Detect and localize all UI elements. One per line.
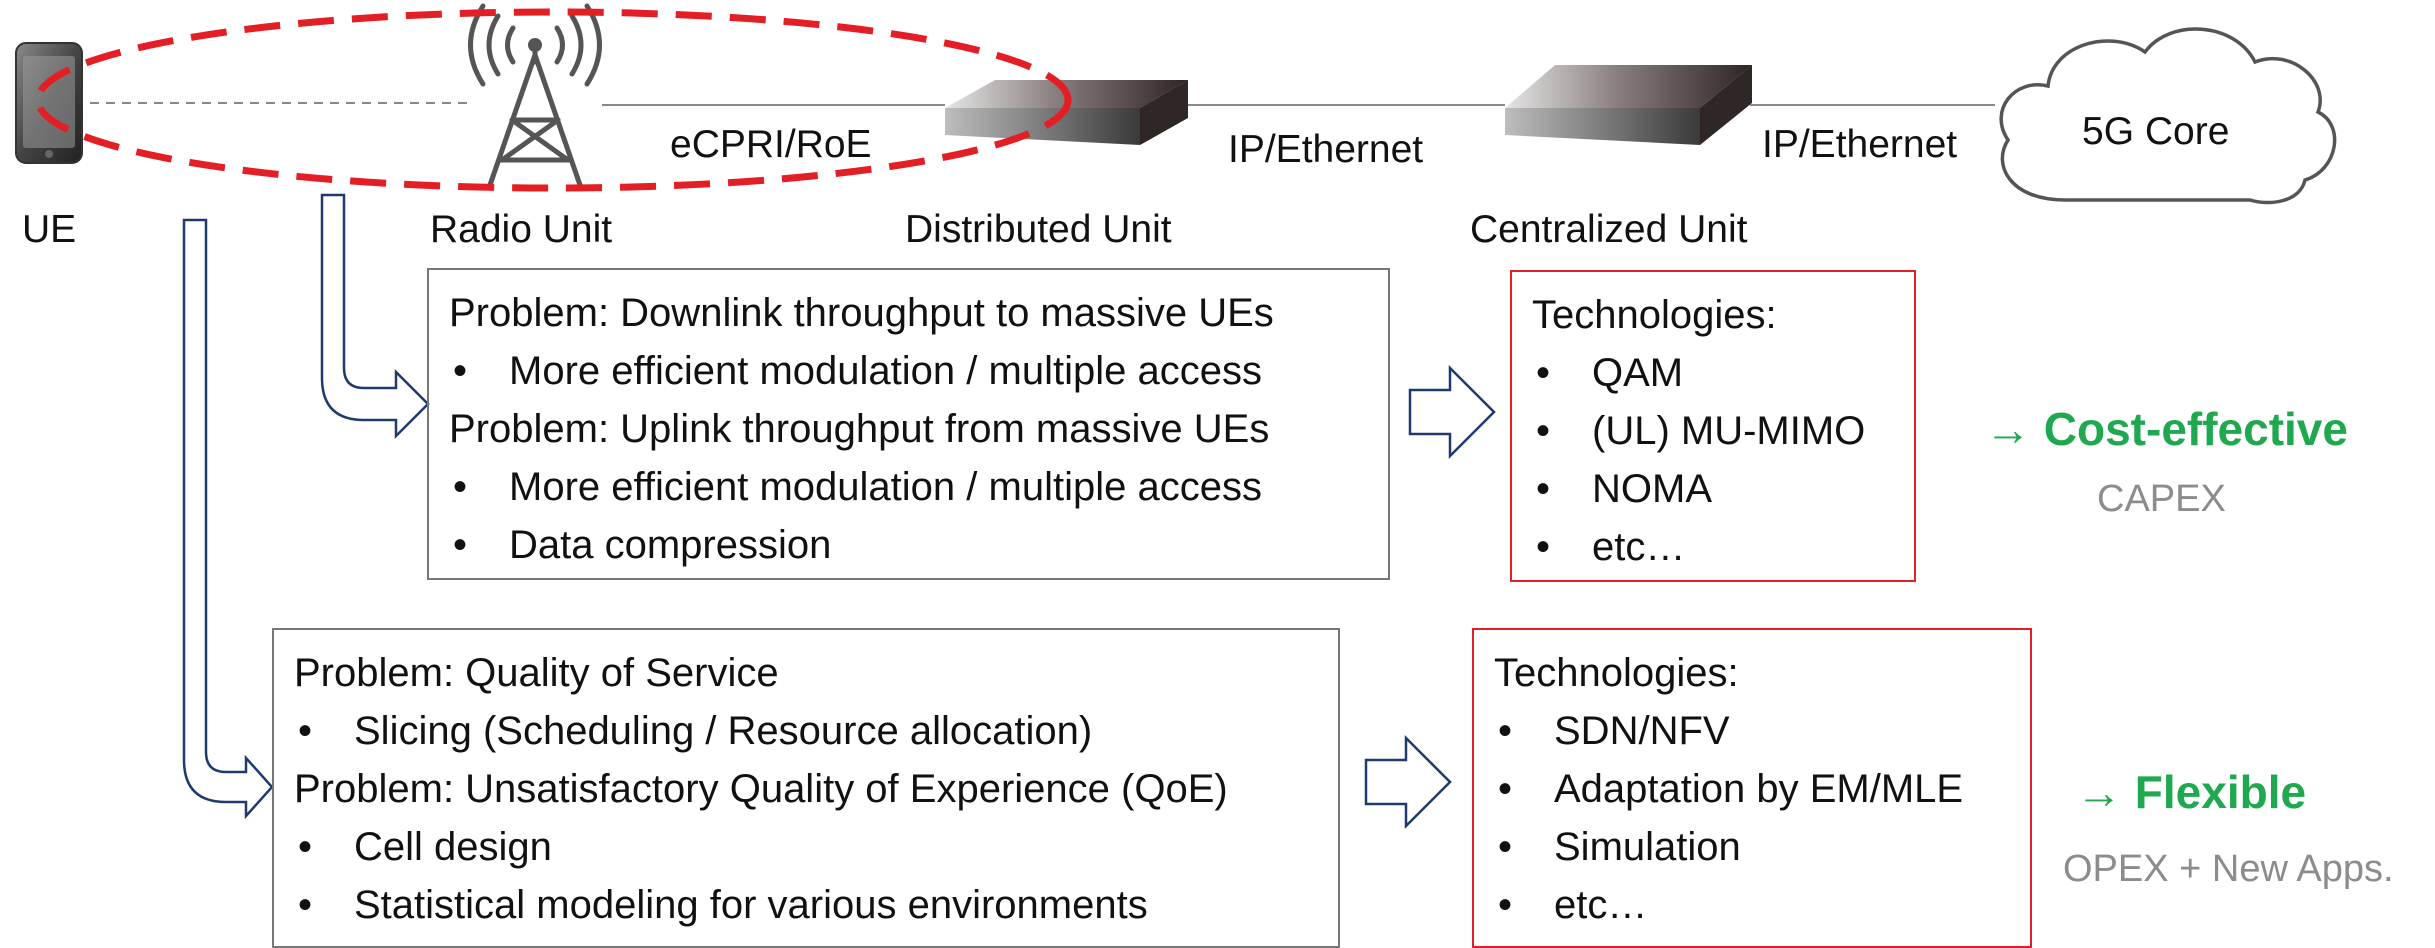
ue-row2-arrow [182, 218, 274, 820]
row2-problem-title: Problem: Unsatisfactory Quality of Exper… [294, 767, 1228, 811]
row2-problem-bullet: Statistical modeling for various environ… [294, 876, 1318, 934]
row2-problem-box: Problem: Quality of Service Slicing (Sch… [272, 628, 1340, 948]
link-label-cu-core: IP/Ethernet [1762, 123, 1958, 166]
row2-outcome: → Flexible [2076, 766, 2307, 818]
technology-item: QAM [1532, 344, 1894, 402]
ru-row1-arrow [320, 193, 430, 440]
link-label-ru-du: eCPRI/RoE [670, 123, 872, 166]
technology-item: etc… [1494, 876, 2010, 934]
technology-item: etc… [1532, 518, 1894, 576]
row2-problem-title: Problem: Quality of Service [294, 651, 779, 695]
antenna-tower-icon [468, 3, 602, 188]
row1-outcome: → Cost-effective [1985, 403, 2348, 455]
technology-item: NOMA [1532, 460, 1894, 518]
centralized-unit-label: Centralized Unit [1470, 208, 1748, 251]
technology-item: Adaptation by EM/MLE [1494, 760, 2010, 818]
technology-item: SDN/NFV [1494, 702, 2010, 760]
cloud-icon [1999, 27, 2337, 205]
technology-item: Simulation [1494, 818, 2010, 876]
link-label-du-cu: IP/Ethernet [1228, 128, 1424, 171]
row1-problem-title: Problem: Uplink throughput from massive … [449, 407, 1270, 451]
core-label: 5G Core [2082, 110, 2230, 153]
ue-label: UE [22, 208, 77, 251]
row1-right-arrow [1408, 364, 1496, 460]
row1-problem-bullet: More efficient modulation / multiple acc… [449, 458, 1368, 516]
row1-problem-title: Problem: Downlink throughput to massive … [449, 291, 1274, 335]
row1-problem-box: Problem: Downlink throughput to massive … [427, 268, 1390, 580]
fronthaul-highlight-ellipse [34, 8, 1072, 192]
smartphone-icon [15, 42, 83, 164]
row2-problem-bullet: Slicing (Scheduling / Resource allocatio… [294, 702, 1318, 760]
technology-item: (UL) MU-MIMO [1532, 402, 1894, 460]
row1-problem-bullet: More efficient modulation / multiple acc… [449, 342, 1368, 400]
row1-outcome-sub: CAPEX [2097, 478, 2226, 520]
row1-technologies-box: Technologies: QAM (UL) MU-MIMO NOMA etc… [1510, 270, 1916, 582]
row2-technologies-box: Technologies: SDN/NFV Adaptation by EM/M… [1472, 628, 2032, 948]
row2-right-arrow [1364, 734, 1452, 830]
distributed-unit-label: Distributed Unit [905, 208, 1172, 251]
row1-technologies-title: Technologies: [1532, 293, 1777, 337]
radio-unit-label: Radio Unit [430, 208, 613, 251]
row2-problem-bullet: Cell design [294, 818, 1318, 876]
row1-problem-bullet: Data compression [449, 516, 1368, 574]
server-unit-icon [1505, 65, 1752, 145]
row2-technologies-title: Technologies: [1494, 651, 1739, 695]
row2-outcome-sub: OPEX + New Apps. [2063, 848, 2394, 890]
